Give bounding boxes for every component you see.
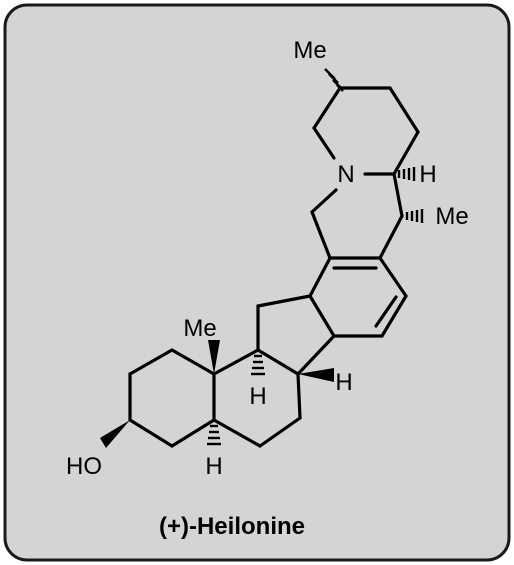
bond (380, 294, 408, 338)
bond (296, 334, 336, 376)
bond (296, 372, 302, 420)
atom-label-hydrogen: H (335, 369, 352, 396)
bond (392, 172, 404, 218)
bond (256, 348, 300, 376)
atom-label-methyl: Me (183, 315, 216, 342)
hashed-bond (324, 68, 344, 92)
hashed-bond (397, 167, 416, 181)
bond (170, 348, 216, 376)
bond (310, 210, 332, 260)
bond (212, 348, 260, 376)
bond (256, 294, 312, 308)
bond (308, 294, 336, 338)
bond (392, 130, 420, 176)
compound-name: (+)-Heilonine (159, 513, 305, 540)
bond (374, 295, 398, 328)
skeleton-bonds (128, 86, 420, 448)
bond (170, 418, 216, 448)
bond (128, 418, 174, 448)
wedge-bond (298, 368, 334, 382)
bond (378, 256, 408, 298)
atom-label-hydroxyl: HO (66, 453, 102, 480)
atom-label-methyl: Me (293, 37, 326, 64)
atom-label-nitrogen: N (337, 161, 354, 188)
bond (258, 416, 302, 448)
hashed-bond (207, 424, 221, 446)
bond (388, 86, 420, 134)
atom-label-hydrogen: H (205, 453, 222, 480)
atom-label-hydrogen: H (249, 383, 266, 410)
bond (312, 86, 342, 130)
bond (212, 418, 262, 448)
bond (308, 256, 332, 298)
atom-labels: Me N H Me Me H H H HO (66, 37, 469, 480)
bond (128, 348, 174, 376)
wedge-bond (208, 340, 220, 374)
bond (378, 214, 404, 260)
atom-label-hydrogen: H (419, 161, 436, 188)
stereo-bonds (100, 68, 424, 448)
bond (312, 126, 336, 160)
wedge-bond (100, 420, 130, 448)
hashed-bond (405, 209, 424, 223)
atom-label-methyl: Me (435, 203, 468, 230)
bond (310, 188, 338, 214)
hashed-bond (251, 354, 265, 376)
